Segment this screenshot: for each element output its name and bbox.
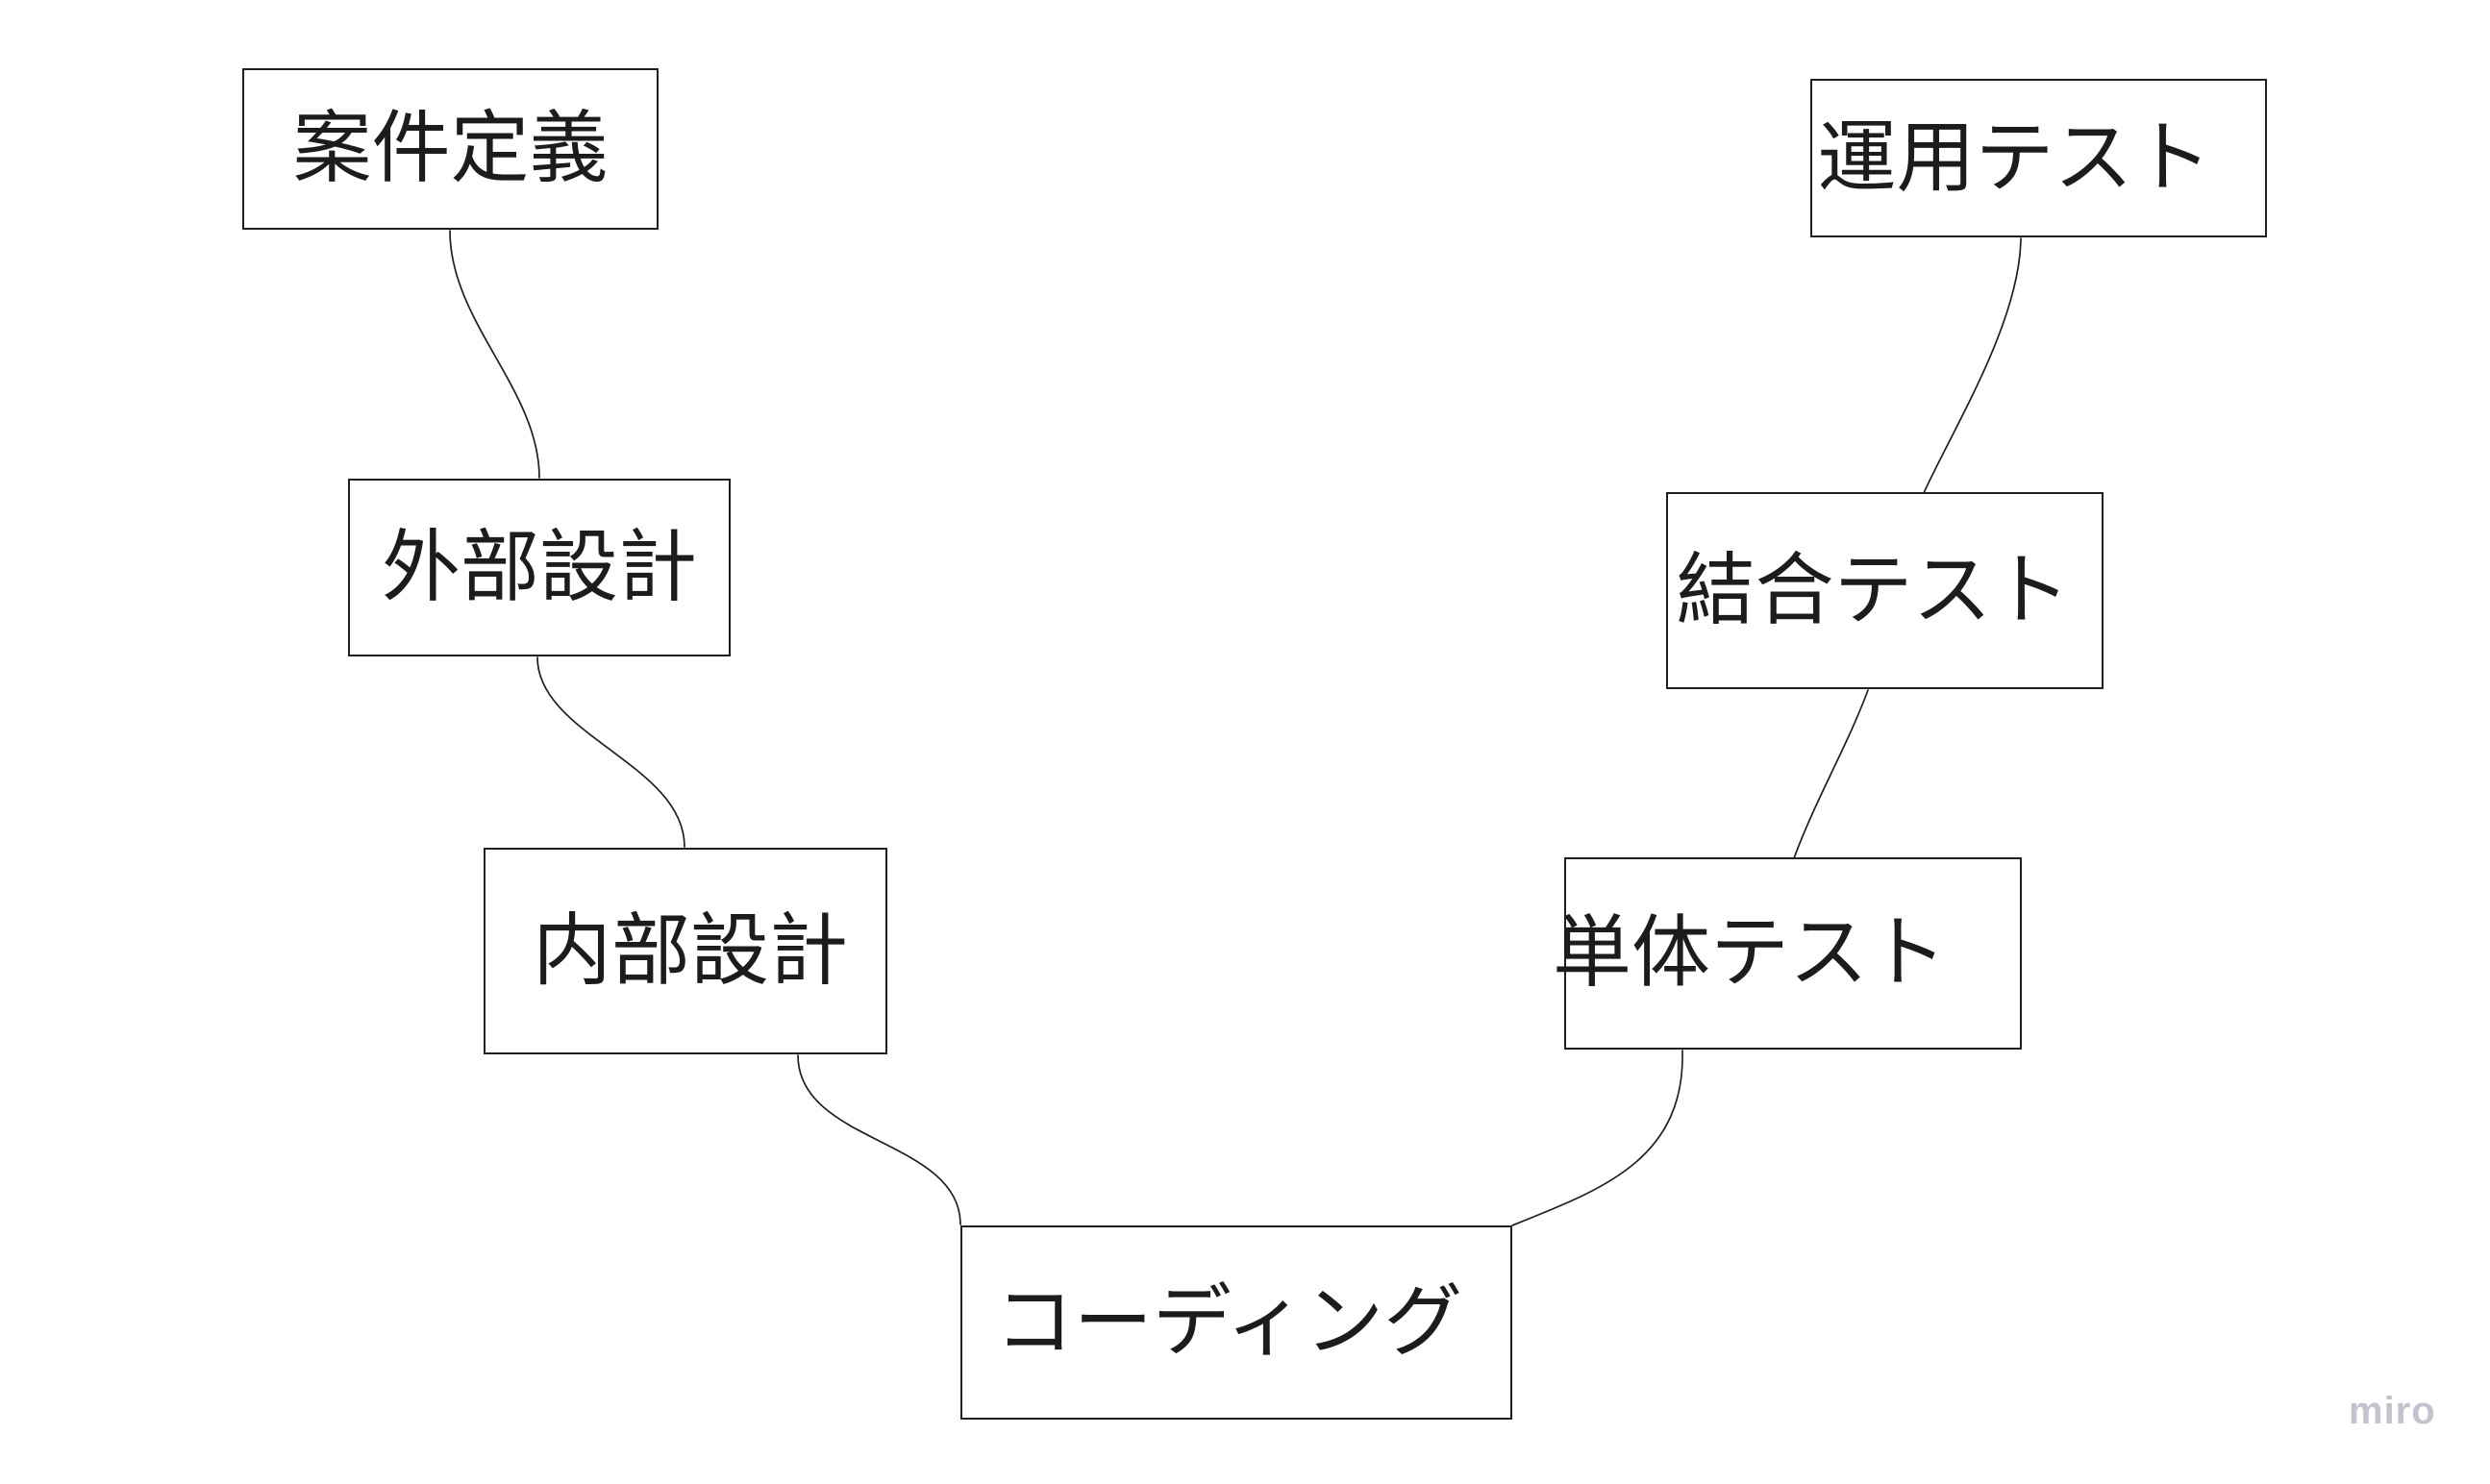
connector-requirements-definition-to-external-design[interactable] <box>449 230 540 479</box>
connector-coding-to-unit-test[interactable] <box>1511 1050 1683 1226</box>
miro-watermark: miro <box>2349 1390 2436 1432</box>
connector-internal-design-to-coding[interactable] <box>797 1054 961 1225</box>
flow-node-internal-design[interactable]: 内部設計 <box>484 848 887 1054</box>
connector-external-design-to-internal-design[interactable] <box>536 656 685 848</box>
node-label-internal-design: 内部設計 <box>532 906 848 995</box>
node-label-integration-test: 結合テスト <box>1676 546 2071 634</box>
node-label-unit-test: 単体テスト <box>1552 909 1947 997</box>
node-label-requirements-definition: 案件定義 <box>292 105 609 192</box>
node-label-coding: コーディング <box>994 1278 1463 1366</box>
connector-integration-test-to-operation-test[interactable] <box>1923 237 2022 494</box>
flow-node-unit-test[interactable]: 単体テスト <box>1553 857 2022 1050</box>
connector-unit-test-to-integration-test[interactable] <box>1793 689 1869 859</box>
flow-node-integration-test[interactable]: 結合テスト <box>1666 492 2104 689</box>
node-label-operation-test: 運用テスト <box>1817 113 2212 202</box>
flow-node-external-design[interactable]: 外部設計 <box>348 479 731 656</box>
flow-node-coding[interactable]: コーディング <box>960 1225 1512 1420</box>
node-label-external-design: 外部設計 <box>381 523 697 611</box>
flow-node-requirements-definition[interactable]: 案件定義 <box>242 68 659 230</box>
flow-node-operation-test[interactable]: 運用テスト <box>1810 79 2267 237</box>
